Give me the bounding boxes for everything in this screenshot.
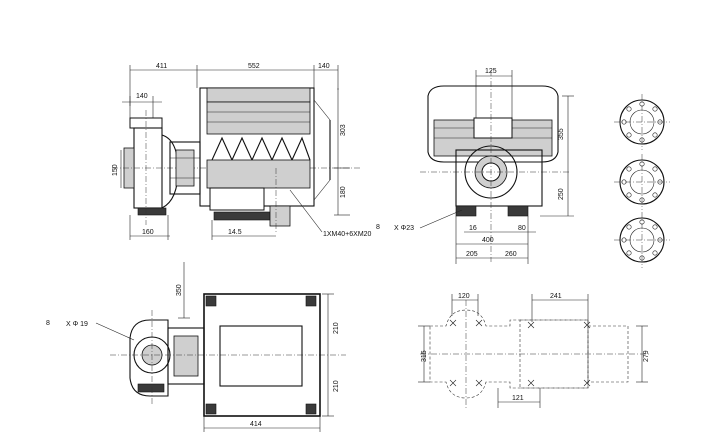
dim-120: 120: [458, 293, 470, 300]
dim-241: 241: [550, 293, 562, 300]
dim-315: 315: [421, 350, 428, 362]
dim-350: 350: [176, 284, 183, 296]
dim-180: 180: [340, 186, 347, 198]
dim-140-right: 140: [318, 63, 330, 70]
bolt-size-plan: X Φ 19: [66, 321, 88, 328]
end-view: 125 355 250 8 X Φ23 16 80: [376, 68, 574, 264]
dim-400: 400: [482, 237, 494, 244]
dim-205: 205: [466, 251, 478, 258]
foundation-view: 120 241 315 279 121: [418, 293, 650, 410]
bolt-count-plan: 8: [46, 320, 50, 327]
dim-121: 121: [512, 395, 524, 402]
dim-552: 552: [248, 63, 260, 70]
dim-150: 150: [112, 164, 119, 176]
dim-279: 279: [643, 350, 650, 362]
dim-260: 260: [505, 251, 517, 258]
dim-160: 160: [142, 229, 154, 236]
dim-210-bottom: 210: [333, 380, 340, 392]
dim-250: 250: [558, 188, 565, 200]
dim-355: 355: [558, 128, 565, 140]
cable-entry-label: 1XM40+6XM20: [323, 231, 372, 238]
dim-140-port: 140: [136, 93, 148, 100]
plan-view: 350 8 X Φ 19 210 210 414: [46, 262, 346, 432]
bolt-size-end: X Φ23: [394, 225, 414, 232]
dim-411: 411: [156, 63, 167, 70]
side-view: 411 552 140 140 150: [112, 63, 372, 240]
dim-210-top: 210: [333, 322, 340, 334]
flange-bottom: [614, 212, 670, 268]
flange-top: [614, 94, 670, 150]
foundation-holes: [449, 319, 591, 387]
bolt-count-end: 8: [376, 224, 380, 231]
dim-303: 303: [340, 124, 347, 136]
dim-80: 80: [518, 225, 526, 232]
dim-14-5: 14.5: [228, 229, 242, 236]
flange-middle: [614, 154, 670, 210]
dim-414: 414: [250, 421, 262, 428]
dim-16: 16: [469, 225, 477, 232]
flange-views: [614, 94, 670, 268]
